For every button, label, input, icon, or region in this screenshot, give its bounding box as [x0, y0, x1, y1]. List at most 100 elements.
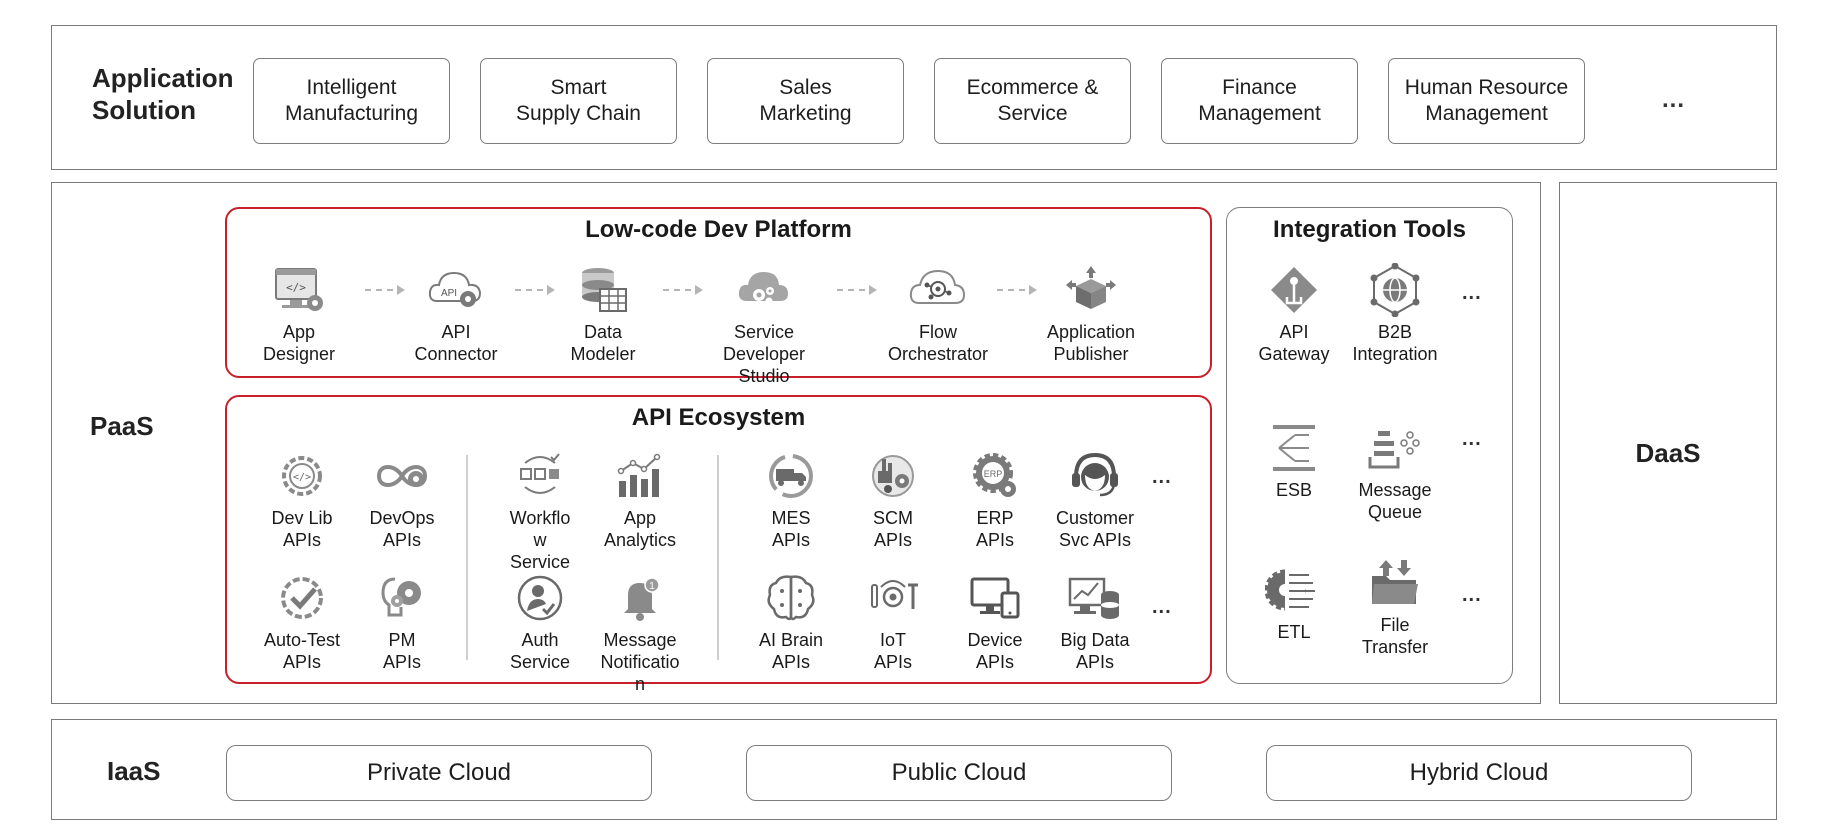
api-pm[interactable]: PM APIs	[347, 571, 457, 673]
iaas-title: IaaS	[107, 756, 161, 786]
integration-b2b[interactable]: B2B Integration	[1340, 263, 1450, 365]
api-message-notification-label: Message Notificatio n	[600, 630, 680, 694]
step-flow-orchestrator[interactable]: Flow Orchestrator	[883, 263, 993, 365]
data-modeler-icon	[582, 268, 627, 312]
api-auto-test[interactable]: Auto-Test APIs	[247, 571, 357, 673]
api-row1-more-ellipsis: ...	[1152, 466, 1172, 488]
ai-brain-icon	[767, 575, 815, 621]
erp-icon: ERP	[973, 453, 1016, 497]
solution-ecommerce-service[interactable]: Ecommerce &Service	[934, 58, 1131, 144]
iot-icon	[871, 580, 918, 609]
etl-icon	[1265, 567, 1315, 613]
step-flow-orchestrator-label: Flow Orchestrator	[887, 322, 989, 364]
paas-title: PaaS	[90, 411, 154, 441]
step-data-modeler-label: Data Modeler	[570, 322, 636, 364]
api-ai-brain[interactable]: AI Brain APIs	[736, 571, 846, 673]
step-app-designer-label: App Designer	[262, 322, 336, 364]
scm-icon	[872, 455, 914, 497]
svg-text:1: 1	[649, 581, 655, 592]
api-row2-more-ellipsis: ...	[1152, 596, 1172, 618]
api-workflow-service-label: Workflo w Service	[509, 508, 571, 572]
svg-text:API: API	[441, 288, 457, 299]
integration-esb[interactable]: ESB	[1244, 421, 1344, 501]
api-erp-label: ERP APIs	[975, 508, 1014, 550]
app-designer-icon: </>	[275, 268, 323, 311]
message-queue-icon	[1368, 431, 1420, 469]
lowcode-dev-platform-box	[225, 207, 1212, 378]
api-customer-svc[interactable]: Customer Svc APIs	[1040, 449, 1150, 551]
svg-text:ERP: ERP	[984, 469, 1003, 479]
api-mes[interactable]: MES APIs	[736, 449, 846, 551]
api-device-label: Device APIs	[967, 630, 1023, 672]
api-big-data[interactable]: Big Data APIs	[1040, 571, 1150, 673]
integration-row3-more-ellipsis: ...	[1462, 584, 1482, 606]
integration-row2-more-ellipsis: ...	[1462, 428, 1482, 450]
integration-tools-box	[1226, 207, 1513, 684]
customer-svc-icon	[1072, 452, 1118, 497]
svg-text:</>: </>	[286, 281, 306, 294]
integration-etl[interactable]: ETL	[1244, 563, 1344, 643]
device-icon	[970, 577, 1020, 619]
flow-orchestrator-icon	[909, 269, 966, 304]
integration-tools-title: Integration Tools	[1273, 216, 1466, 243]
pm-icon	[381, 577, 421, 617]
hybrid-cloud-button[interactable]: Hybrid Cloud	[1266, 745, 1692, 801]
application-publisher-icon	[1066, 266, 1116, 309]
api-dev-lib[interactable]: </> Dev Lib APIs	[247, 449, 357, 551]
api-group-divider-1	[466, 455, 468, 660]
api-connector-icon: API	[428, 271, 482, 307]
integration-message-queue[interactable]: Message Queue	[1340, 421, 1450, 523]
api-dev-lib-label: Dev Lib APIs	[271, 508, 333, 550]
api-message-notification[interactable]: 1 Message Notificatio n	[585, 571, 695, 695]
public-cloud-button[interactable]: Public Cloud	[746, 745, 1172, 801]
devops-icon	[376, 465, 428, 487]
integration-file-transfer[interactable]: File Transfer	[1340, 556, 1450, 658]
auth-service-icon	[517, 575, 563, 621]
step-data-modeler[interactable]: Data Modeler	[548, 263, 658, 365]
api-app-analytics[interactable]: App Analytics	[585, 449, 695, 551]
application-solution-title: Application Solution	[92, 63, 234, 125]
integration-api-gateway[interactable]: API Gateway	[1244, 263, 1344, 365]
message-notification-icon: 1	[624, 577, 660, 621]
svg-text:</>: </>	[293, 472, 311, 483]
api-customer-svc-label: Customer Svc APIs	[1055, 508, 1135, 550]
api-auth-service[interactable]: Auth Service	[485, 571, 595, 673]
integration-message-queue-label: Message Queue	[1358, 480, 1432, 522]
api-group-divider-2	[717, 455, 719, 660]
step-app-designer[interactable]: </> App Designer	[244, 263, 354, 365]
auto-test-icon	[281, 577, 323, 619]
api-app-analytics-label: App Analytics	[603, 508, 677, 550]
app-analytics-icon	[617, 453, 661, 497]
file-transfer-icon	[1372, 560, 1418, 604]
api-devops-label: DevOps APIs	[369, 508, 435, 550]
daas-layer	[1559, 182, 1777, 704]
api-workflow-service[interactable]: Workflo w Service	[485, 449, 595, 573]
api-erp[interactable]: ERP ERP APIs	[940, 449, 1050, 551]
api-gateway-icon	[1271, 267, 1317, 313]
api-auth-service-label: Auth Service	[509, 630, 571, 672]
api-pm-label: PM APIs	[382, 630, 421, 672]
b2b-integration-icon	[1370, 263, 1420, 317]
step-application-publisher[interactable]: Application Publisher	[1036, 263, 1146, 365]
step-service-developer-studio[interactable]: Service Developer Studio	[709, 263, 819, 387]
lowcode-dev-platform-title: Low-code Dev Platform	[585, 216, 852, 243]
api-devops[interactable]: DevOps APIs	[347, 449, 457, 551]
lowcode-flow-arrows	[365, 285, 1037, 295]
api-scm[interactable]: SCM APIs	[838, 449, 948, 551]
step-application-publisher-label: Application Publisher	[1046, 322, 1136, 364]
api-device[interactable]: Device APIs	[940, 571, 1050, 673]
api-big-data-label: Big Data APIs	[1060, 630, 1130, 672]
daas-title: DaaS	[1635, 438, 1701, 468]
api-iot-label: IoT APIs	[873, 630, 912, 672]
api-iot[interactable]: IoT APIs	[838, 571, 948, 673]
integration-etl-label: ETL	[1277, 622, 1311, 642]
step-api-connector[interactable]: API API Connector	[401, 263, 511, 365]
more-solutions-ellipsis: ...	[1662, 86, 1686, 113]
private-cloud-button[interactable]: Private Cloud	[226, 745, 652, 801]
api-ai-brain-label: AI Brain APIs	[758, 630, 824, 672]
